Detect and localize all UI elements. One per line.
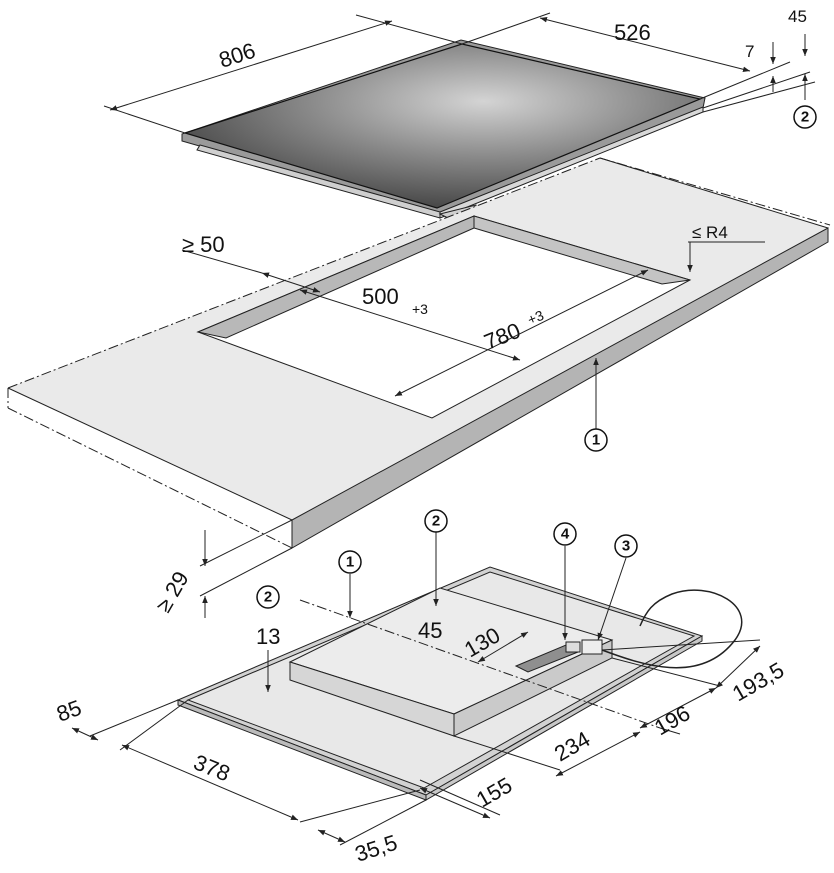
- dim-min-edge: ≥ 50: [182, 232, 225, 257]
- dim-corner-radius: ≤ R4: [692, 223, 728, 242]
- strain-relief: [565, 641, 581, 653]
- callout-2-left-label: 2: [264, 589, 272, 606]
- callout-4-label: 4: [561, 526, 570, 543]
- dim-hob-depth: 526: [614, 20, 651, 45]
- dim-196: 196: [650, 700, 694, 740]
- dim-378: 378: [190, 749, 233, 786]
- dim-hob-width: 806: [216, 38, 259, 73]
- dim-234: 234: [550, 726, 594, 766]
- callout-3: 3: [614, 534, 638, 558]
- terminal-box: [581, 639, 603, 655]
- callout-1-underside: 1: [338, 550, 362, 574]
- dim-cutout-width-tol: +3: [525, 307, 546, 328]
- hob-underside: 85 378 35,5 155 234 196 193,5 130 13 45 …: [53, 509, 788, 867]
- dim-glass-thickness: 7: [745, 42, 754, 61]
- dim-193-5: 193,5: [728, 657, 788, 706]
- callout-2-box-label: 2: [432, 513, 440, 530]
- hob-top: 806 526 7 45 2: [103, 7, 817, 220]
- dim-total-height: 45: [788, 7, 807, 26]
- dim-underside-45: 45: [418, 618, 442, 643]
- callout-4: 4: [553, 522, 577, 546]
- dim-155: 155: [472, 772, 516, 812]
- callout-2-underside-left: 2: [256, 585, 280, 609]
- cutout-right-wall: [473, 215, 691, 285]
- callout-1-worktop: 1: [584, 428, 608, 452]
- callout-1-underside-label: 1: [346, 554, 354, 571]
- dim-worktop-thickness: ≥ 29: [151, 567, 194, 616]
- worktop: ≥ 50 500 +3 780 +3 ≤ R4 1 ≥ 29: [7, 157, 831, 618]
- callout-1-label: 1: [592, 432, 600, 449]
- callout-3-label: 3: [622, 538, 630, 555]
- dim-85: 85: [53, 695, 85, 727]
- dim-cutout-depth: 500: [362, 284, 399, 309]
- callout-2-underside-box: 2: [424, 509, 448, 533]
- dim-cutout-depth-tol: +3: [412, 301, 428, 317]
- mains-cable: [601, 589, 743, 669]
- callout-2-label: 2: [801, 109, 809, 126]
- dim-underside-13: 13: [256, 624, 280, 649]
- callout-2-top: 2: [793, 105, 817, 129]
